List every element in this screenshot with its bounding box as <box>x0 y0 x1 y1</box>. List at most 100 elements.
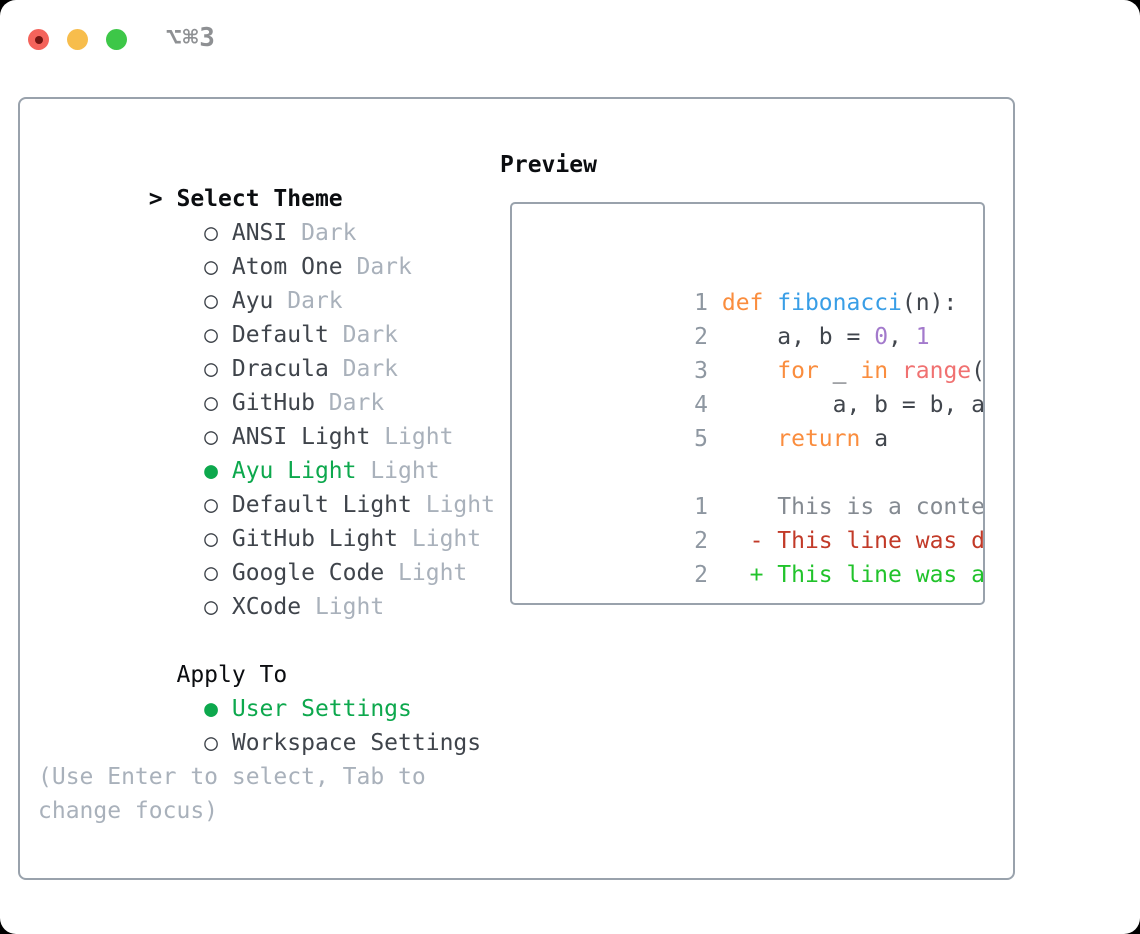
zoom-button[interactable] <box>106 29 127 50</box>
theme-name: Default Light <box>231 492 412 518</box>
code-segment: , <box>888 324 916 350</box>
code-line: 1 This is a context line. <box>528 456 983 520</box>
code-segment <box>722 562 750 588</box>
code-segment <box>763 290 777 316</box>
line-number: 1 <box>694 494 709 520</box>
code-segment: fibonacci <box>777 290 902 316</box>
line-number: 4 <box>694 392 709 418</box>
line-number: 1 <box>694 290 709 316</box>
theme-option[interactable]: ○ Ayu Dark <box>38 250 470 314</box>
code-segment: def <box>721 290 764 316</box>
theme-name: XCode <box>231 594 302 620</box>
line-number: 2 <box>694 562 709 588</box>
code-line: 5 return a <box>528 388 983 452</box>
code-segment <box>722 528 750 554</box>
line-number: 2 <box>694 528 709 554</box>
select-theme-label: Select Theme <box>176 186 343 212</box>
line-number: 5 <box>694 426 709 452</box>
code-segment: - This line was deleted. <box>749 528 985 554</box>
theme-option[interactable]: ○ Default Light Light <box>38 454 495 518</box>
code-line: 4 a, b = b, a + b <box>528 354 983 418</box>
prompt-icon: > <box>148 186 163 212</box>
theme-variant-tag: Light <box>314 594 385 620</box>
code-segment: return <box>777 426 861 452</box>
radio-icon: ○ <box>204 254 219 280</box>
theme-option[interactable]: ○ ANSI Dark <box>38 182 470 246</box>
theme-variant-tag: Dark <box>287 288 343 314</box>
theme-option[interactable]: ○ Dracula Dark <box>38 318 470 382</box>
theme-variant-tag: Dark <box>328 390 385 416</box>
code-segment: range <box>901 358 972 384</box>
radio-icon: ○ <box>204 424 219 450</box>
radio-icon: ○ <box>204 390 219 416</box>
theme-name: GitHub <box>231 390 315 416</box>
theme-option[interactable]: ○ GitHub Dark <box>38 352 470 416</box>
radio-icon: ○ <box>204 594 219 620</box>
help-text: (Use Enter to select, Tab to change focu… <box>38 764 426 824</box>
window-title: ⌥⌘3 <box>166 23 216 53</box>
apply-to-option[interactable]: ● User Settings <box>38 658 470 722</box>
radio-icon: ○ <box>204 492 219 518</box>
code-segment: for <box>777 358 819 384</box>
window-controls <box>28 29 127 50</box>
select-theme-header: > Select Theme <box>38 148 470 212</box>
apply-to-option-label: Workspace Settings <box>231 730 482 756</box>
code-segment: This is a context line. <box>777 494 985 520</box>
apply-to-option-label: User Settings <box>231 696 412 722</box>
radio-icon: ● <box>204 696 219 722</box>
radio-icon: ○ <box>204 356 219 382</box>
theme-variant-tag: Light <box>425 492 495 518</box>
code-line: 2 a, b = 0, 1 <box>528 286 983 350</box>
code-segment: 1 <box>915 324 930 350</box>
code-segment: 0 <box>874 324 889 350</box>
theme-variant-tag: Light <box>384 424 454 450</box>
theme-name: Atom One <box>231 254 343 280</box>
apply-to-label: Apply To <box>176 662 288 688</box>
code-segment <box>722 426 777 452</box>
code-segment: in <box>860 358 889 384</box>
code-segment: a <box>860 426 889 452</box>
theme-option[interactable]: ○ Atom One Dark <box>38 216 470 280</box>
preview-header: Preview <box>500 152 597 178</box>
theme-variant-tag: Dark <box>301 220 357 246</box>
radio-icon: ○ <box>204 288 219 314</box>
theme-variant-tag: Dark <box>342 356 399 382</box>
theme-name: Ayu <box>231 288 274 314</box>
apply-to-header: Apply To <box>38 624 470 688</box>
radio-icon: ○ <box>204 560 219 586</box>
theme-name: Ayu Light <box>231 458 357 484</box>
code-segment: + This line was added. <box>749 562 985 588</box>
radio-icon: ○ <box>204 220 219 246</box>
radio-icon: ○ <box>204 526 219 552</box>
close-dot-icon <box>34 35 43 44</box>
radio-icon: ○ <box>204 730 219 756</box>
line-number: 2 <box>694 324 709 350</box>
theme-variant-tag: Dark <box>342 322 399 348</box>
code-segment: (n): <box>971 358 985 384</box>
code-segment: a, b = <box>721 324 875 350</box>
theme-option[interactable]: ○ XCode Light <box>38 556 470 620</box>
theme-name: Dracula <box>231 356 329 382</box>
code-segment: a, b = b, a + b <box>832 392 985 418</box>
theme-variant-tag: Dark <box>356 254 412 280</box>
minimize-button[interactable] <box>67 29 88 50</box>
theme-variant-tag: Light <box>370 458 440 484</box>
preview-column: Preview 1 def fibonacci (n): 2 a, b = 0, 1… <box>500 148 1000 605</box>
line-number: 3 <box>694 358 709 384</box>
theme-name: ANSI Light <box>231 424 371 450</box>
code-segment <box>722 358 777 384</box>
theme-option[interactable]: ○ ANSI Light Light <box>38 386 470 450</box>
theme-variant-tag: Light <box>398 560 468 586</box>
close-button[interactable] <box>28 29 49 50</box>
theme-name: ANSI <box>231 220 288 246</box>
apply-to-option[interactable]: ○ Workspace Settings <box>38 692 481 756</box>
